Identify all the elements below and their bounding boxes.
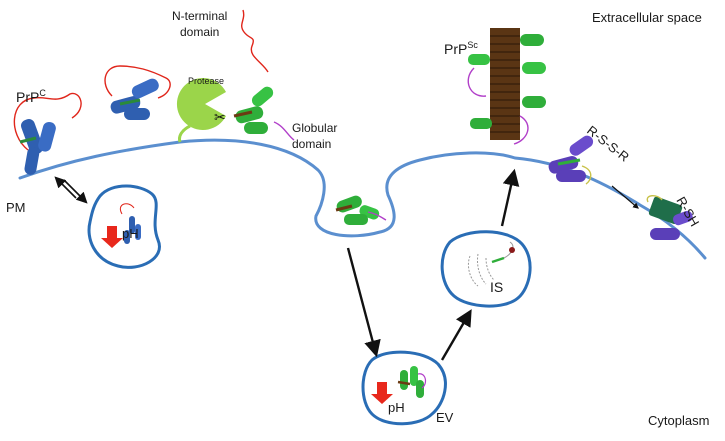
helix	[468, 54, 490, 65]
helix	[569, 135, 594, 156]
sheet	[557, 158, 581, 166]
helix	[131, 78, 159, 99]
vesicle-is	[440, 230, 532, 308]
n-terminal-loop	[104, 65, 171, 99]
arrow-reduction	[611, 185, 639, 209]
ph-label-ev: pH	[388, 400, 405, 415]
rsh-protein	[646, 195, 693, 240]
cytoplasm-label: Cytoplasm	[648, 413, 709, 428]
helix	[124, 108, 150, 120]
ev-prp	[397, 366, 427, 398]
protease-enzyme	[176, 78, 226, 130]
prp-sc-aggregate	[467, 28, 546, 145]
helix	[244, 122, 268, 134]
vesicle-prp-left	[120, 203, 141, 244]
sheet	[233, 110, 253, 118]
loop	[367, 211, 387, 221]
helix	[522, 62, 546, 74]
helix	[129, 216, 135, 234]
helix	[336, 195, 362, 213]
plasma-membrane	[18, 138, 707, 260]
n-terminal-label-line2: domain	[180, 25, 219, 39]
helix	[672, 210, 693, 226]
prp-c-base: PrP	[16, 89, 39, 105]
ev-label: EV	[436, 410, 454, 425]
arrow-to-ev	[346, 247, 381, 358]
prp-c-label: PrPC	[16, 88, 46, 105]
helix	[650, 228, 680, 240]
n-terminal-loop	[120, 203, 135, 215]
n-terminal-loop	[13, 92, 82, 151]
ph-label-left: pH	[122, 226, 139, 241]
endocytic-vesicle-left	[87, 184, 161, 269]
prp-c-protein-left	[13, 92, 82, 175]
prp-c-superscript: C	[39, 88, 46, 98]
protease-stalk	[178, 124, 191, 143]
helix	[416, 380, 424, 398]
globular-label-line2: domain	[292, 137, 331, 151]
loop	[646, 195, 663, 203]
sheet	[335, 204, 353, 212]
n-terminal-domain-squiggle	[241, 9, 269, 73]
helix	[24, 147, 40, 175]
loop	[273, 121, 295, 141]
endosomal-vesicle-ev	[361, 350, 447, 426]
sheet	[119, 98, 141, 106]
internalizing-prp	[335, 195, 387, 225]
rssr-protein	[548, 135, 594, 185]
helix	[522, 96, 546, 108]
helix	[556, 170, 586, 182]
arrow-is-to-prpsc	[500, 168, 520, 227]
ph-drop-arrow-ev	[371, 382, 393, 404]
scissors-icon: ✂	[214, 110, 226, 126]
sheet	[397, 380, 411, 386]
helix	[344, 214, 368, 225]
n-terminal-label-line1: N-terminal	[172, 9, 227, 23]
helix	[520, 34, 544, 46]
helix	[21, 119, 44, 155]
loop	[467, 67, 487, 97]
extracellular-space-label: Extracellular space	[592, 10, 702, 25]
loop	[581, 165, 592, 185]
is-label: IS	[490, 279, 503, 295]
marker-dot	[509, 247, 515, 253]
prp-c-protein-middle	[104, 65, 171, 120]
loop	[417, 373, 427, 389]
arrow-ev-to-is	[440, 309, 472, 361]
helix	[410, 366, 418, 386]
helix	[38, 121, 56, 152]
globular-label-line1: Globular	[292, 121, 337, 135]
protease-label: Protease	[188, 76, 224, 86]
globular-domain-protein	[233, 86, 295, 141]
ph-drop-arrow-left	[101, 226, 123, 248]
helix	[124, 230, 130, 244]
helix	[135, 224, 141, 240]
pm-label: PM	[6, 200, 26, 215]
prp-sc-superscript: Sc	[467, 40, 478, 50]
arrow-endocytosis	[63, 179, 88, 204]
prp-sc-base: PrP	[444, 41, 467, 57]
sheet	[19, 136, 37, 144]
is-protein	[467, 241, 515, 287]
helix	[470, 118, 492, 129]
arrow-recycling	[54, 176, 77, 199]
loop	[513, 115, 529, 145]
helix	[235, 106, 264, 124]
helix	[400, 370, 408, 390]
helix	[251, 86, 274, 107]
prp-sc-label: PrPSc	[444, 40, 478, 57]
